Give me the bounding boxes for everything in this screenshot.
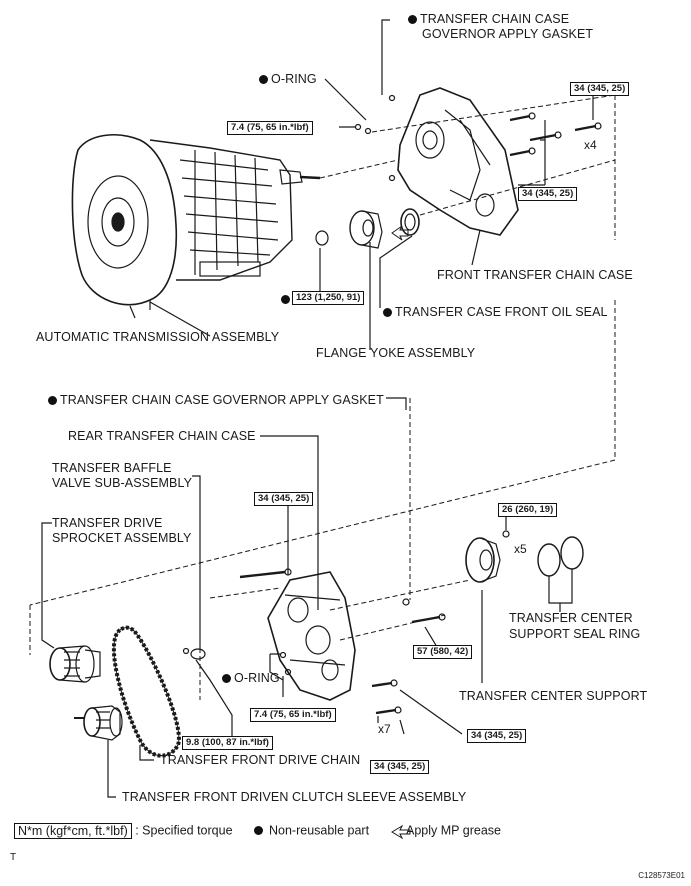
label-front-transfer-chain-case: FRONT TRANSFER CHAIN CASE xyxy=(437,268,633,282)
top-bolts-drawing xyxy=(354,112,602,157)
transfer-front-drive-chain-drawing xyxy=(111,625,181,758)
non-reusable-dot-icon xyxy=(383,308,392,317)
transfer-center-support-drawing xyxy=(465,530,584,583)
torque-34-mid-right: 34 (345, 25) xyxy=(518,187,578,201)
label-seal-ring-line2: SUPPORT SEAL RING xyxy=(509,627,641,641)
label-front-oil-seal: TRANSFER CASE FRONT OIL SEAL xyxy=(383,305,608,320)
automatic-transmission-drawing xyxy=(71,134,321,319)
label-o-ring-bottom: O-RING xyxy=(222,671,280,686)
multiplier-x5: x5 xyxy=(514,542,527,556)
label-flange-yoke: FLANGE YOKE ASSEMBLY xyxy=(316,346,476,360)
torque-34-bottom-right: 34 (345, 25) xyxy=(467,729,527,743)
label-gasket-mid: TRANSFER CHAIN CASE GOVERNOR APPLY GASKE… xyxy=(48,393,384,408)
label-automatic-transmission: AUTOMATIC TRANSMISSION ASSEMBLY xyxy=(36,330,280,344)
label-baffle-valve-line2: VALVE SUB-ASSEMBLY xyxy=(52,476,193,490)
torque-34-bottom: 34 (345, 25) xyxy=(370,760,430,774)
legend-non-reusable: Non-reusable part xyxy=(268,823,370,838)
front-transfer-chain-case-drawing xyxy=(388,87,519,236)
legend-torque-box: N*m (kgf*cm, ft.*lbf) xyxy=(14,822,132,839)
label-torque-123 xyxy=(281,292,293,307)
label-gasket-top-line2: GOVERNOR APPLY GASKET xyxy=(422,27,594,41)
label-front-drive-chain: TRANSFER FRONT DRIVE CHAIN xyxy=(160,753,361,767)
label-transfer-center-support: TRANSFER CENTER SUPPORT xyxy=(459,689,648,703)
driven-clutch-sleeve-drawing xyxy=(74,705,123,741)
grease-arrow-icon xyxy=(391,824,411,840)
torque-7-4-bottom: 7.4 (75, 65 in.*lbf) xyxy=(250,708,336,722)
non-reusable-dot-icon xyxy=(408,15,417,24)
torque-123: 123 (1,250, 91) xyxy=(292,291,365,305)
torque-7-4-top: 7.4 (75, 65 in.*lbf) xyxy=(227,121,313,135)
torque-26: 26 (260, 19) xyxy=(498,503,558,517)
non-reusable-dot-icon xyxy=(259,75,268,84)
legend: N*m (kgf*cm, ft.*lbf) : Specified torque… xyxy=(14,822,501,839)
legend-non-reusable-dot-icon xyxy=(253,826,263,836)
label-driven-clutch-sleeve: TRANSFER FRONT DRIVEN CLUTCH SLEEVE ASSE… xyxy=(122,790,467,804)
label-gasket-top: TRANSFER CHAIN CASE xyxy=(408,12,569,27)
transfer-drive-sprocket-drawing xyxy=(49,645,101,683)
footer-mark: T xyxy=(10,852,17,863)
multiplier-x7: x7 xyxy=(378,722,391,736)
non-reusable-dot-icon xyxy=(222,674,231,683)
non-reusable-dot-icon xyxy=(48,396,57,405)
figure-code: C128573E01 xyxy=(638,871,685,880)
label-o-ring-top: O-RING xyxy=(259,72,317,87)
torque-34-top-right: 34 (345, 25) xyxy=(570,82,630,96)
label-rear-transfer-chain-case: REAR TRANSFER CHAIN CASE xyxy=(68,429,256,443)
legend-torque-desc: : Specified torque xyxy=(135,823,233,838)
torque-57: 57 (580, 42) xyxy=(413,645,473,659)
torque-34-rear-top: 34 (345, 25) xyxy=(254,492,314,506)
torque-9-8: 9.8 (100, 87 in.*lbf) xyxy=(182,736,273,750)
label-drive-sprocket-line2: SPROCKET ASSEMBLY xyxy=(52,531,192,545)
label-drive-sprocket-line1: TRANSFER DRIVE xyxy=(52,516,163,530)
label-seal-ring-line1: TRANSFER CENTER xyxy=(509,611,633,625)
flange-yoke-drawing xyxy=(315,208,420,249)
multiplier-x4: x4 xyxy=(584,138,597,152)
label-baffle-valve-line1: TRANSFER BAFFLE xyxy=(52,461,172,475)
legend-grease: Apply MP grease xyxy=(406,823,501,838)
non-reusable-dot-icon xyxy=(281,295,290,304)
rear-transfer-chain-case-drawing xyxy=(267,571,356,701)
